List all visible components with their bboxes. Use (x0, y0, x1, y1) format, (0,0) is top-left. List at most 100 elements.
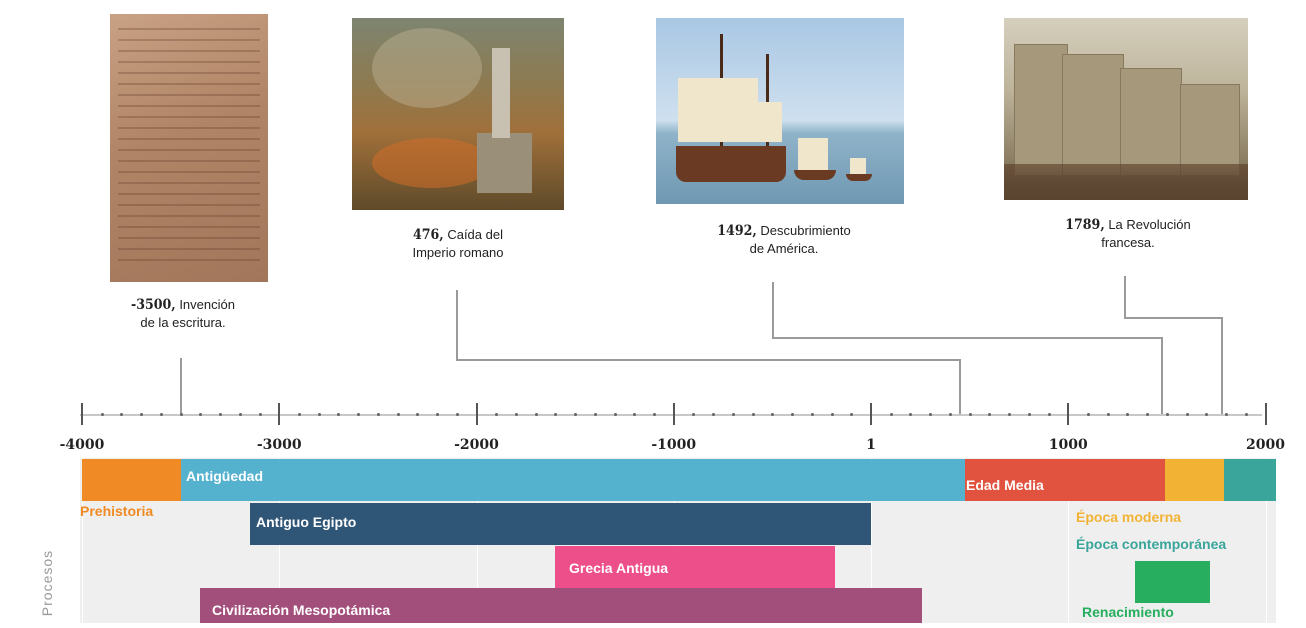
axis-minor-tick (159, 413, 163, 416)
period-bar-prehistoria (82, 459, 181, 501)
period-bar-epoca-moderna (1165, 459, 1224, 501)
axis-minor-tick (948, 413, 952, 416)
process-bar-antiguo-egipto (249, 503, 872, 545)
axis-minor-tick (574, 413, 578, 416)
axis-minor-tick (337, 413, 341, 416)
axis-minor-tick (810, 413, 814, 416)
label-epoca-contemporanea: Época contemporánea (1076, 536, 1227, 552)
event-text: Descubrimiento (760, 223, 851, 238)
axis-minor-tick (653, 413, 657, 416)
caravels-image (656, 18, 904, 204)
axis-minor-tick (909, 413, 913, 416)
event-caption-writing: -3500, Invención de la escritura. (98, 296, 268, 332)
event-year: -3500, (131, 297, 176, 313)
label-civilizacion-mesopotamica: Civilización Mesopotámica (212, 602, 391, 618)
label-edad-media: Edad Media (966, 477, 1044, 493)
event-text: Imperio romano (412, 245, 504, 260)
label-epoca-moderna: Época moderna (1076, 509, 1182, 525)
connector-rome (456, 290, 458, 360)
axis-minor-tick (534, 413, 538, 416)
timeline-axis (80, 414, 1262, 416)
connector-america (772, 282, 774, 338)
grid-line (1068, 458, 1070, 623)
event-year: 1789, (1065, 217, 1105, 233)
connector-revolution (1124, 317, 1222, 319)
event-year: 1492, (717, 223, 757, 239)
axis-minor-tick (593, 413, 597, 416)
axis-major-tick (672, 403, 675, 425)
axis-minor-tick (1146, 413, 1150, 416)
axis-major-tick (475, 403, 478, 425)
axis-minor-tick (179, 413, 183, 416)
storming-bastille-painting (1004, 18, 1248, 200)
label-renacimiento: Renacimiento (1082, 604, 1174, 620)
axis-tick-label: -2000 (454, 437, 499, 453)
axis-tick-label: -1000 (651, 437, 697, 453)
process-bar-civilizacion-mesopotamica (200, 588, 923, 623)
label-prehistoria: Prehistoria (80, 503, 154, 519)
axis-minor-tick (1185, 413, 1189, 416)
axis-minor-tick (850, 413, 854, 416)
axis-minor-tick (120, 413, 124, 416)
fall-of-rome-painting (352, 18, 564, 210)
axis-minor-tick (712, 413, 716, 416)
axis-minor-tick (889, 413, 893, 416)
axis-minor-tick (613, 413, 617, 416)
axis-minor-tick (1205, 413, 1209, 416)
processes-side-label: Procesos (39, 549, 55, 617)
event-year: 476, (413, 227, 444, 243)
event-text: francesa. (1101, 235, 1155, 250)
process-bar-renacimiento (1135, 561, 1211, 603)
connector-rome (456, 359, 960, 361)
axis-minor-tick (751, 413, 755, 416)
axis-minor-tick (1106, 413, 1110, 416)
axis-major-tick (1067, 403, 1070, 425)
axis-minor-tick (297, 413, 301, 416)
event-caption-revolution: 1789, La Revolución francesa. (1030, 216, 1226, 252)
axis-minor-tick (1244, 413, 1248, 416)
axis-minor-tick (455, 413, 459, 416)
axis-minor-tick (219, 413, 223, 416)
event-text: de América. (749, 241, 819, 256)
period-bar-epoca-contemporanea (1223, 459, 1276, 501)
axis-minor-tick (771, 413, 775, 416)
axis-minor-tick (1126, 413, 1130, 416)
axis-minor-tick (100, 413, 104, 416)
period-bar-antiguedad (180, 459, 965, 501)
axis-major-tick (278, 403, 281, 425)
event-text: La Revolución (1108, 217, 1191, 232)
grid-line (1265, 458, 1267, 623)
label-grecia-antigua: Grecia Antigua (569, 560, 669, 576)
axis-minor-tick (1027, 413, 1031, 416)
process-bar-grecia-antigua (555, 546, 836, 588)
axis-tick-label: -3000 (256, 437, 302, 453)
grid-line (82, 458, 83, 623)
axis-minor-tick (514, 413, 518, 416)
axis-minor-tick (238, 413, 242, 416)
event-text: Caída del (447, 227, 503, 242)
axis-minor-tick (1008, 413, 1012, 416)
axis-minor-tick (929, 413, 933, 416)
connector-writing (180, 358, 182, 414)
axis-minor-tick (495, 413, 499, 416)
event-text: Invención (179, 297, 235, 312)
event-caption-america: 1492, Descubrimiento de América. (674, 222, 894, 258)
axis-minor-tick (692, 413, 696, 416)
axis-tick-label: -4000 (59, 437, 105, 453)
axis-minor-tick (376, 413, 380, 416)
grid-line (871, 458, 872, 623)
event-caption-rome: 476, Caída del Imperio romano (378, 226, 538, 262)
axis-minor-tick (199, 413, 203, 416)
clay-tablet-image (110, 14, 268, 282)
axis-major-tick (1264, 403, 1267, 425)
period-bar-edad-media (964, 459, 1166, 501)
axis-minor-tick (416, 413, 420, 416)
connector-revolution (1221, 317, 1223, 415)
axis-minor-tick (1165, 413, 1169, 416)
axis-minor-tick (140, 413, 144, 416)
axis-minor-tick (317, 413, 321, 416)
axis-major-tick (81, 403, 83, 425)
axis-minor-tick (1047, 413, 1051, 416)
axis-tick-label: 2000 (1246, 437, 1285, 453)
event-text: de la escritura. (140, 315, 226, 330)
